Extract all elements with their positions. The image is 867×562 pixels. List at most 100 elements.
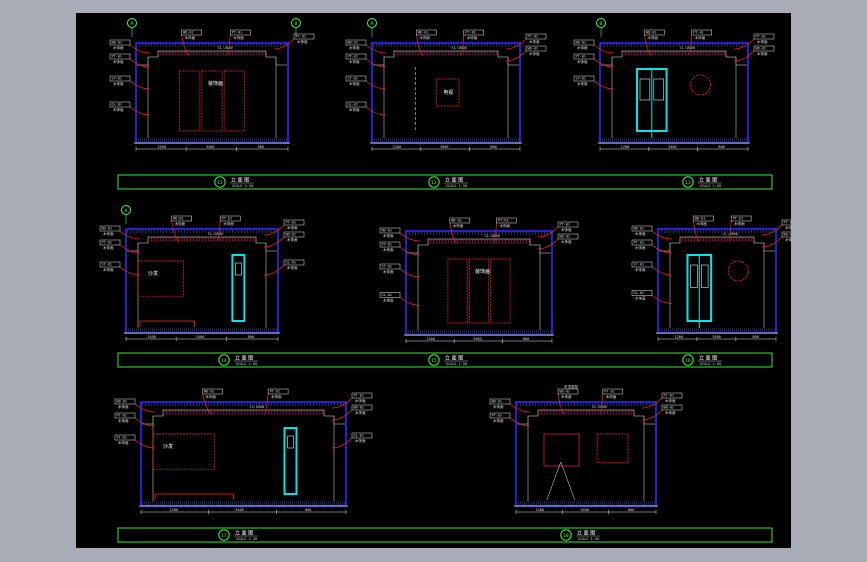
tag-code: ST-01 bbox=[576, 77, 587, 81]
view-bubble bbox=[560, 529, 572, 541]
tag-code: ST-01 bbox=[102, 263, 113, 267]
tag-material: 木饰面 bbox=[647, 35, 658, 40]
door-glass bbox=[287, 435, 294, 449]
tv-frame bbox=[596, 433, 629, 464]
tag-material: 木饰面 bbox=[383, 247, 394, 252]
tag-material: 木饰面 bbox=[561, 394, 572, 399]
elevation-14: CL:2600沙发WD-01木饰面PT-01木饰面ST-01木饰面PT-01木饰… bbox=[99, 215, 305, 341]
ceiling-hatch bbox=[407, 232, 551, 235]
dimension-text: 1200 bbox=[675, 335, 683, 339]
leader-line bbox=[331, 437, 353, 449]
tv-frame bbox=[435, 78, 460, 107]
dimension-text: 800 bbox=[718, 145, 724, 149]
tag-box bbox=[379, 292, 401, 298]
view-bubble bbox=[218, 354, 230, 366]
tag-box bbox=[557, 388, 579, 395]
tag-box bbox=[691, 29, 713, 36]
door-glass bbox=[690, 264, 698, 288]
tag-material: 木饰面 bbox=[561, 227, 572, 232]
tag-code: WD-01 bbox=[560, 390, 571, 394]
tag-box bbox=[379, 263, 401, 270]
leader-line bbox=[399, 246, 421, 256]
dimension-text: 1200 bbox=[621, 145, 629, 149]
ceiling-height: CL:2600 bbox=[592, 405, 607, 409]
grid-bubble-label: A bbox=[124, 208, 128, 214]
round-mirror bbox=[690, 74, 712, 96]
wall-outline bbox=[599, 42, 749, 144]
tag-box bbox=[631, 261, 653, 268]
tag-box bbox=[644, 29, 665, 36]
tag-box bbox=[573, 53, 595, 60]
leader-line bbox=[365, 58, 387, 68]
tag-box bbox=[730, 215, 752, 222]
tag-material: 木饰面 bbox=[103, 231, 114, 236]
ceiling-band bbox=[162, 410, 325, 415]
tag-box bbox=[99, 225, 121, 232]
dimension-text: 1200 bbox=[157, 145, 165, 149]
ceiling-hatch bbox=[601, 44, 747, 47]
tag-box bbox=[489, 412, 511, 419]
tag-material: 木饰面 bbox=[349, 81, 360, 86]
tag-material: 木饰面 bbox=[355, 398, 366, 403]
view-title: 立 面 图 bbox=[699, 177, 717, 184]
drawing-sheet: CL:2600装饰画WD-01木饰面PT-01木饰面ST-01木饰面GL-01木… bbox=[99, 18, 792, 543]
grid-bubble-label: A bbox=[130, 21, 134, 27]
tag-material: 木饰面 bbox=[757, 39, 768, 44]
tag-code: WD-01 bbox=[173, 217, 184, 221]
tag-material: 木饰面 bbox=[103, 267, 114, 272]
tag-code: PT-01 bbox=[560, 223, 571, 227]
art-frame bbox=[152, 433, 215, 470]
tag-material: 木饰面 bbox=[233, 35, 244, 40]
leader-line bbox=[537, 238, 559, 250]
leader-line bbox=[733, 50, 755, 62]
tag-box bbox=[693, 215, 714, 222]
art-frame bbox=[137, 260, 184, 297]
view-number: 13 bbox=[685, 180, 691, 186]
leader-line bbox=[651, 266, 673, 276]
view-title: 立 面 图 bbox=[235, 530, 253, 537]
view-number: 15 bbox=[431, 358, 437, 364]
ceiling-band bbox=[427, 239, 531, 244]
leader-line bbox=[129, 106, 151, 116]
tag-material: 木饰面 bbox=[734, 221, 745, 226]
dimension-text: 1200 bbox=[147, 335, 155, 339]
grid-bubble bbox=[291, 18, 301, 28]
leader-line bbox=[365, 80, 387, 90]
tag-code: WD-01 bbox=[784, 233, 792, 237]
wall-outline bbox=[657, 228, 777, 334]
floor-hatch bbox=[127, 328, 277, 332]
tag-code: WD-01 bbox=[382, 229, 393, 233]
ceiling-profile bbox=[137, 50, 287, 66]
view-title: 立 面 图 bbox=[577, 530, 595, 537]
leader-line bbox=[693, 220, 700, 242]
tag-code: GL-01 bbox=[354, 434, 365, 438]
tag-box bbox=[557, 233, 579, 240]
tag-code: ST-01 bbox=[382, 265, 393, 269]
tag-code: WD-01 bbox=[102, 227, 113, 231]
leader-line bbox=[399, 268, 421, 278]
tag-code: WD-01 bbox=[664, 406, 675, 410]
ceiling-height: CL:2600 bbox=[208, 232, 223, 236]
tag-box bbox=[114, 412, 136, 419]
tag-material: 木饰面 bbox=[635, 231, 646, 236]
tag-box bbox=[781, 219, 791, 226]
leader-line bbox=[493, 222, 497, 244]
leader-line bbox=[181, 34, 190, 56]
leader-line bbox=[509, 417, 531, 427]
tag-code: PT-01 bbox=[112, 55, 123, 59]
leader-line bbox=[641, 409, 663, 421]
tag-box bbox=[109, 39, 131, 46]
side-table bbox=[546, 461, 576, 501]
view-title: 立 面 图 bbox=[231, 177, 249, 184]
ceiling-hatch bbox=[659, 230, 775, 233]
tag-material: 木饰面 bbox=[665, 410, 676, 415]
ceiling-height: CL:2600 bbox=[452, 46, 467, 50]
tag-code: WD-01 bbox=[112, 41, 123, 45]
tag-code: PT-01 bbox=[117, 414, 128, 418]
wall-panel bbox=[223, 70, 245, 132]
tag-box bbox=[463, 29, 485, 36]
leader-line bbox=[593, 80, 615, 90]
tag-box bbox=[351, 432, 373, 439]
tag-code: PT-01 bbox=[693, 31, 704, 35]
